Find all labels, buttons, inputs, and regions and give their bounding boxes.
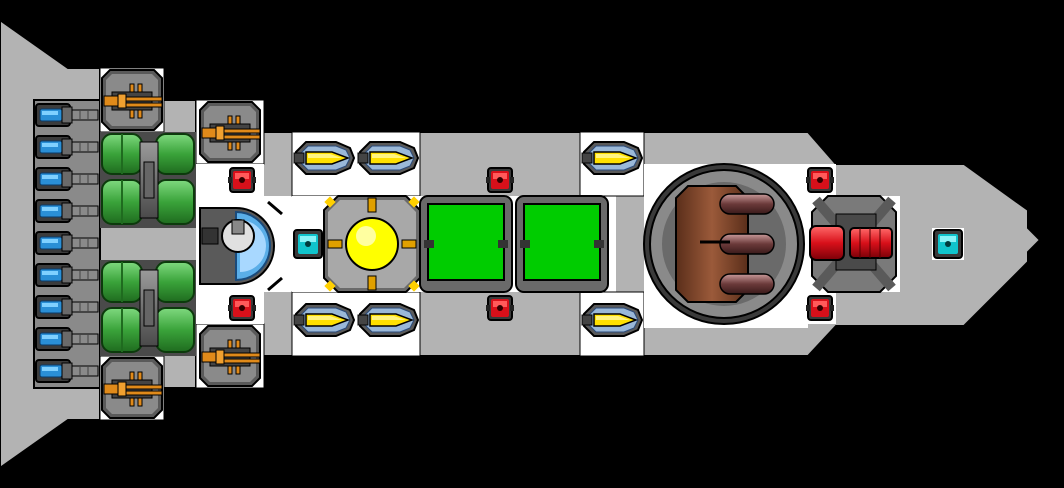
red-node-icon[interactable] — [227, 167, 257, 193]
thruster-stack — [35, 103, 99, 383]
red-node-icon[interactable] — [485, 167, 515, 193]
orange-turret-icon[interactable] — [101, 69, 163, 131]
cyan-node-icon[interactable] — [933, 229, 963, 259]
yellow-missile-icon[interactable] — [293, 141, 355, 175]
green-panel-icon[interactable] — [419, 195, 513, 293]
main-cannon-icon[interactable] — [643, 163, 805, 325]
yellow-missile-icon[interactable] — [357, 303, 419, 337]
reactor-core-icon[interactable] — [323, 195, 421, 293]
orange-turret-icon[interactable] — [199, 325, 261, 387]
red-laser-icon[interactable] — [809, 195, 897, 293]
shield-generator-icon[interactable] — [199, 200, 283, 292]
yellow-missile-icon[interactable] — [357, 141, 419, 175]
red-node-icon[interactable] — [805, 167, 835, 193]
red-node-icon[interactable] — [485, 295, 515, 321]
orange-turret-icon[interactable] — [199, 101, 261, 163]
fuel-tank-icon — [99, 131, 197, 229]
red-node-icon[interactable] — [805, 295, 835, 321]
cyan-node-icon[interactable] — [293, 229, 323, 259]
green-panel-icon[interactable] — [515, 195, 609, 293]
orange-turret-icon[interactable] — [101, 357, 163, 419]
yellow-missile-icon[interactable] — [293, 303, 355, 337]
yellow-missile-icon[interactable] — [581, 303, 643, 337]
red-node-icon[interactable] — [227, 295, 257, 321]
fuel-tank-icon — [99, 259, 197, 357]
yellow-missile-icon[interactable] — [581, 141, 643, 175]
